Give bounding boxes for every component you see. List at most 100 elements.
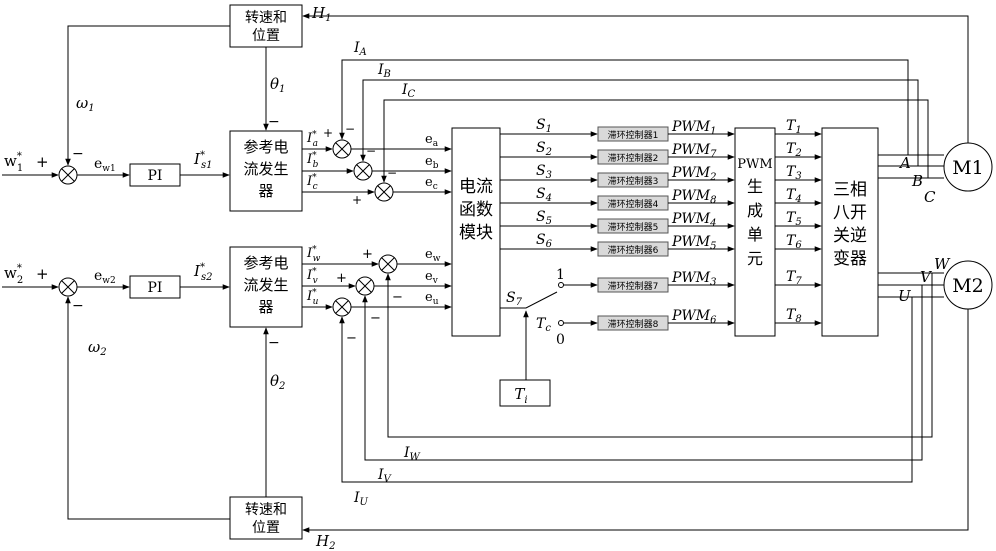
w2-plus: + bbox=[36, 265, 49, 283]
label-is2: I*s2 bbox=[193, 262, 212, 283]
inverter-line2: 八开 bbox=[833, 203, 867, 223]
label-ic-ref: I*c bbox=[306, 173, 318, 192]
label-IW: IW bbox=[403, 445, 421, 463]
sum-v-plus: + bbox=[336, 271, 347, 286]
signal-labels: H1 H2 θ1 − θ2 − ω1 ω2 w*1 + − w*2 + − ew… bbox=[4, 4, 951, 551]
pwm-gen-line5: 元 bbox=[747, 249, 763, 268]
label-theta2: θ2 bbox=[270, 372, 285, 392]
label-phase-u: U bbox=[898, 287, 912, 305]
signal-wires bbox=[2, 13, 969, 533]
three-phase-eight-switch-inverter bbox=[821, 127, 879, 337]
current-function-module bbox=[451, 127, 501, 337]
label-pwm2: PWM2 bbox=[671, 165, 717, 183]
ti-label: Ti bbox=[514, 385, 527, 406]
label-t3: T3 bbox=[786, 164, 802, 182]
speed-position-block-1 bbox=[229, 4, 303, 48]
pi-1-label: PI bbox=[148, 168, 163, 184]
sum-c-plus: + bbox=[352, 193, 362, 207]
label-is1: I*s1 bbox=[193, 150, 212, 171]
label-IC: IC bbox=[401, 82, 416, 100]
hysteresis-6-label: 滞环控制器6 bbox=[608, 244, 659, 256]
label-pwm3: PWM3 bbox=[671, 270, 717, 288]
hysteresis-2-label: 滞环控制器2 bbox=[608, 152, 659, 164]
ref-gen-1-line2: 流发生 bbox=[243, 160, 288, 178]
label-t4: T4 bbox=[786, 187, 802, 205]
label-iv-ref: I*v bbox=[306, 267, 318, 286]
w1-plus: + bbox=[36, 153, 49, 171]
pi-2-label: PI bbox=[148, 280, 163, 296]
label-phase-v: V bbox=[920, 268, 933, 286]
switch-pos-0: 0 bbox=[556, 332, 565, 348]
label-eu: eu bbox=[425, 290, 439, 307]
pwm-gen-line1: PWM bbox=[737, 157, 772, 172]
label-phase-b: B bbox=[911, 172, 923, 190]
hysteresis-5-label: 滞环控制器5 bbox=[608, 221, 659, 233]
sum-c-minus: − bbox=[387, 166, 397, 180]
label-s1: S1 bbox=[536, 117, 552, 135]
sum-u-minus: − bbox=[346, 331, 357, 346]
current-func-line3: 模块 bbox=[459, 223, 493, 243]
sum-a-minus: − bbox=[345, 122, 355, 136]
label-ec: ec bbox=[425, 175, 438, 192]
label-theta1: θ1 bbox=[270, 75, 285, 95]
label-ew2: ew2 bbox=[94, 268, 116, 286]
label-IB: IB bbox=[377, 62, 391, 80]
speed-position-block-2 bbox=[229, 496, 303, 540]
label-s5: S5 bbox=[536, 209, 552, 227]
hysteresis-controllers bbox=[597, 126, 669, 331]
label-IA: IA bbox=[353, 40, 367, 58]
hysteresis-8-label: 滞环控制器8 bbox=[608, 318, 659, 330]
label-pwm1: PWM1 bbox=[671, 119, 717, 137]
pwm-gen-line4: 单 bbox=[747, 225, 763, 244]
label-s6: S6 bbox=[536, 232, 553, 250]
label-pwm7: PWM7 bbox=[671, 142, 717, 160]
hysteresis-3-label: 滞环控制器3 bbox=[608, 175, 659, 187]
label-ev: ev bbox=[425, 269, 439, 286]
speed-position-2-line2: 位置 bbox=[252, 520, 280, 536]
label-s3: S3 bbox=[536, 163, 552, 181]
theta1-minus: − bbox=[268, 114, 280, 130]
label-iu-ref: I*u bbox=[306, 288, 319, 307]
label-tc: Tc bbox=[536, 316, 551, 334]
label-pwm5: PWM5 bbox=[671, 234, 717, 252]
sum-w-plus: + bbox=[362, 247, 373, 262]
ref-gen-2-line2: 流发生 bbox=[243, 276, 288, 294]
ref-gen-1-line1: 参考电 bbox=[243, 138, 288, 156]
w2-minus: − bbox=[72, 298, 84, 314]
label-eb: eb bbox=[425, 154, 439, 171]
label-w1: w*1 bbox=[4, 151, 23, 174]
sum-v-minus: − bbox=[370, 311, 381, 326]
switch-pos-1: 1 bbox=[556, 267, 565, 283]
label-h1: H1 bbox=[311, 4, 331, 24]
label-pwm8: PWM8 bbox=[671, 188, 717, 206]
label-t6: T6 bbox=[786, 233, 802, 251]
label-omega2: ω2 bbox=[88, 338, 107, 358]
current-func-line2: 函数 bbox=[459, 200, 493, 220]
label-iw-ref: I*w bbox=[306, 245, 321, 264]
speed-position-2-line1: 转速和 bbox=[245, 502, 287, 518]
label-IV: IV bbox=[377, 467, 393, 485]
w1-minus: − bbox=[72, 146, 84, 162]
sum-a-plus: + bbox=[323, 126, 333, 140]
label-ea: ea bbox=[425, 132, 439, 149]
label-phase-a: A bbox=[898, 154, 911, 172]
ref-gen-1-line3: 器 bbox=[258, 182, 273, 200]
sum-w-minus: − bbox=[392, 290, 403, 305]
label-ia-ref: I*a bbox=[306, 130, 318, 149]
reference-current-generator-2 bbox=[229, 246, 303, 328]
theta2-minus: − bbox=[268, 335, 280, 351]
ref-gen-2-line3: 器 bbox=[258, 298, 273, 316]
inverter-line4: 变器 bbox=[833, 249, 867, 269]
reference-current-generator-1 bbox=[229, 130, 303, 212]
label-pwm6: PWM6 bbox=[671, 308, 717, 326]
label-h2: H2 bbox=[315, 532, 335, 551]
pwm-generation-unit bbox=[734, 127, 776, 337]
hysteresis-7-label: 滞环控制器7 bbox=[608, 280, 659, 292]
label-t8: T8 bbox=[786, 307, 802, 325]
ref-gen-2-line1: 参考电 bbox=[243, 254, 288, 272]
hysteresis-4-label: 滞环控制器4 bbox=[608, 198, 659, 210]
label-t2: T2 bbox=[786, 141, 802, 159]
current-func-line1: 电流 bbox=[459, 177, 493, 197]
label-omega1: ω1 bbox=[76, 94, 95, 114]
